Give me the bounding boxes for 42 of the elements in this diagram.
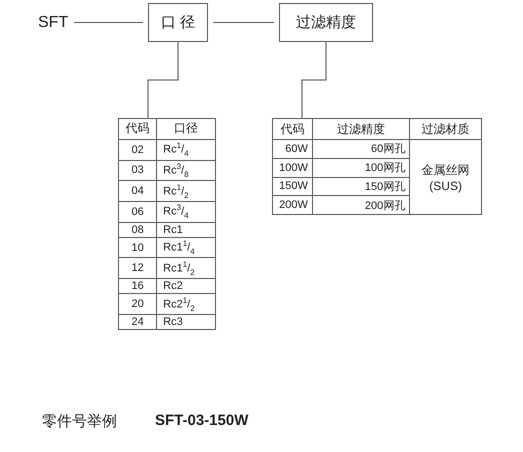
example-label: 零件号举例 <box>42 412 117 431</box>
table-cell: Rc3 <box>156 314 216 330</box>
table-cell: Rc1$^{1}$/$_{2}$ <box>156 258 216 279</box>
table-cell: Rc$^{1}$/$_{2}$ <box>156 180 216 202</box>
table-cell: 100W <box>272 158 312 177</box>
table-cell: 03 <box>118 160 157 181</box>
header-cell: 代码 <box>272 118 312 140</box>
table-cell: 60W <box>272 140 312 158</box>
table-cell: Rc1$^{1}$/$_{4}$ <box>156 237 216 258</box>
table-cell: Rc2 <box>156 278 216 294</box>
table-cell: 10 <box>118 237 157 258</box>
header-cell: 口径 <box>156 118 216 140</box>
header-cell: 过滤精度 <box>312 118 410 140</box>
table-cell: Rc1 <box>156 222 216 238</box>
table-cell: 12 <box>118 258 157 279</box>
table-cell: 24 <box>118 314 157 330</box>
code-field-box: 过滤精度 <box>279 3 373 42</box>
header-cell: 过滤材质 <box>410 118 482 140</box>
connector-line <box>74 22 144 23</box>
table-cell: 金属丝网 (SUS) <box>410 140 482 214</box>
table-cell: 04 <box>118 180 157 202</box>
connector-line <box>302 42 326 118</box>
example-part-number: SFT-03-150W <box>155 412 248 429</box>
table-cell: 16 <box>118 278 157 294</box>
code-prefix-label: SFT <box>38 12 72 34</box>
table-cell: 150W <box>272 177 312 196</box>
table-cell: 60网孔 <box>312 140 410 158</box>
table-cell: Rc2$^{1}$/$_{2}$ <box>156 294 216 314</box>
code-table <box>118 118 216 330</box>
table-cell: 02 <box>118 139 157 160</box>
connector-line <box>212 22 274 23</box>
table-cell: 06 <box>118 201 157 222</box>
connector-line <box>148 42 178 118</box>
header-cell: 代码 <box>118 118 157 140</box>
code-table <box>272 118 482 215</box>
table-cell: Rc$^{3}$/$_{8}$ <box>156 160 216 181</box>
code-field-box: 口 径 <box>148 3 208 42</box>
table-cell: Rc$^{1}$/$_{4}$ <box>156 139 216 160</box>
table-cell: Rc$^{3}$/$_{4}$ <box>156 201 216 222</box>
table-cell: 200W <box>272 196 312 214</box>
table-cell: 08 <box>118 222 157 238</box>
table-cell: 20 <box>118 294 157 314</box>
